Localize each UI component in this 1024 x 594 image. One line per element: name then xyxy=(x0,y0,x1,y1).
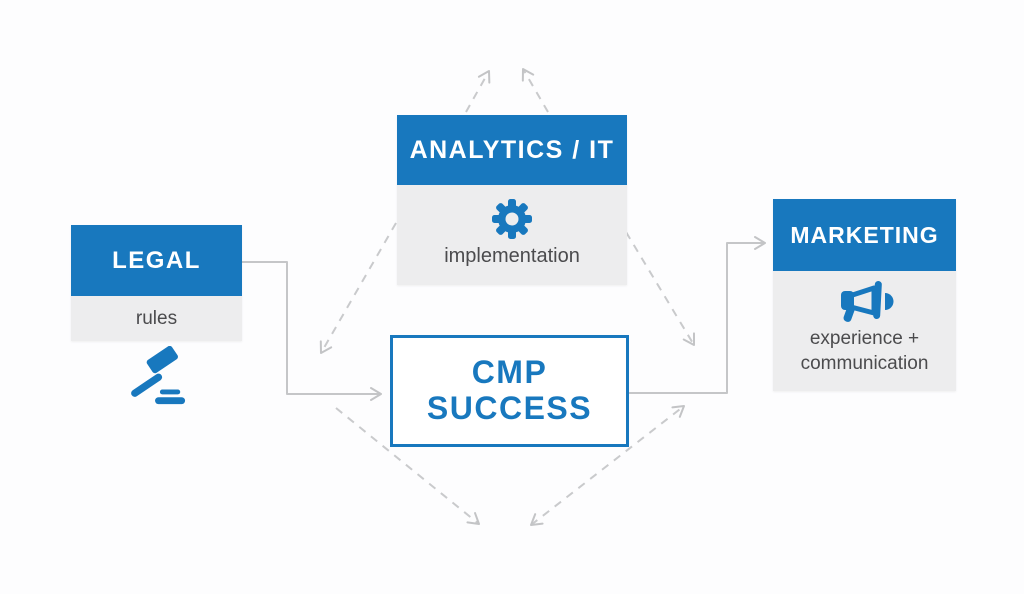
connector-analytics-down-left xyxy=(319,222,397,354)
gavel-icon xyxy=(124,346,190,406)
cmp-success-line1: CMP xyxy=(471,354,548,391)
connector-bottom-point-to-right xyxy=(530,405,685,526)
connector-analytics-up-right xyxy=(521,68,549,113)
marketing-box: MARKETING experience + communication xyxy=(773,199,956,391)
analytics-box-header: ANALYTICS / IT xyxy=(397,115,627,185)
cmp-success-box: CMP SUCCESS xyxy=(390,335,629,447)
analytics-box-body: implementation xyxy=(397,185,627,285)
gear-icon xyxy=(488,195,536,243)
legal-subtitle: rules xyxy=(135,307,178,329)
connector-left-to-bottom-point xyxy=(335,407,480,525)
analytics-title: ANALYTICS / IT xyxy=(409,135,615,164)
legal-box: LEGAL rules xyxy=(71,225,242,341)
cmp-success-line2: SUCCESS xyxy=(426,390,593,426)
analytics-subtitle: implementation xyxy=(444,245,580,267)
connector-cmp-to-marketing xyxy=(629,236,766,394)
connector-legal-to-cmp xyxy=(242,261,382,401)
connector-analytics-up-left xyxy=(465,70,491,113)
marketing-title: MARKETING xyxy=(790,221,939,248)
marketing-box-header: MARKETING xyxy=(773,199,956,271)
analytics-box: ANALYTICS / IT xyxy=(397,115,627,285)
marketing-subtitle-line1: experience + xyxy=(809,328,920,349)
marketing-box-body: experience + communication xyxy=(773,271,956,391)
legal-box-header: LEGAL xyxy=(71,225,242,296)
legal-box-body: rules xyxy=(71,296,242,341)
marketing-subtitle-line2: communication xyxy=(800,352,929,374)
megaphone-icon xyxy=(836,280,894,324)
legal-title: LEGAL xyxy=(112,246,201,274)
connector-analytics-down-right xyxy=(625,231,695,346)
